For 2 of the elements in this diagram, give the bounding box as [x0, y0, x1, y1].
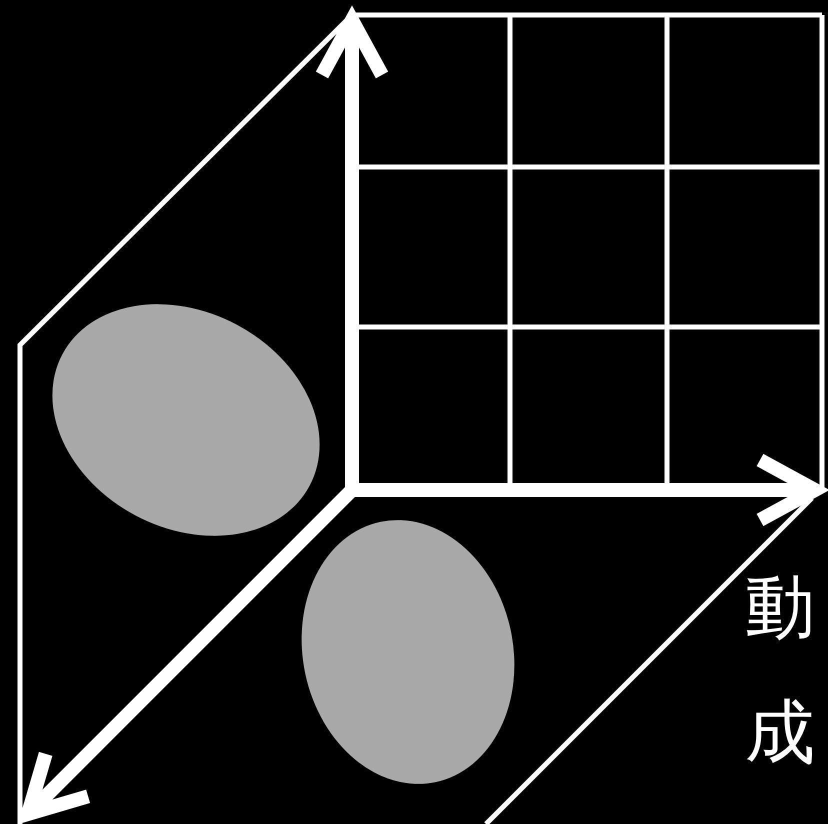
- axis-label: 成: [745, 697, 815, 767]
- axis-label: 動: [745, 572, 815, 642]
